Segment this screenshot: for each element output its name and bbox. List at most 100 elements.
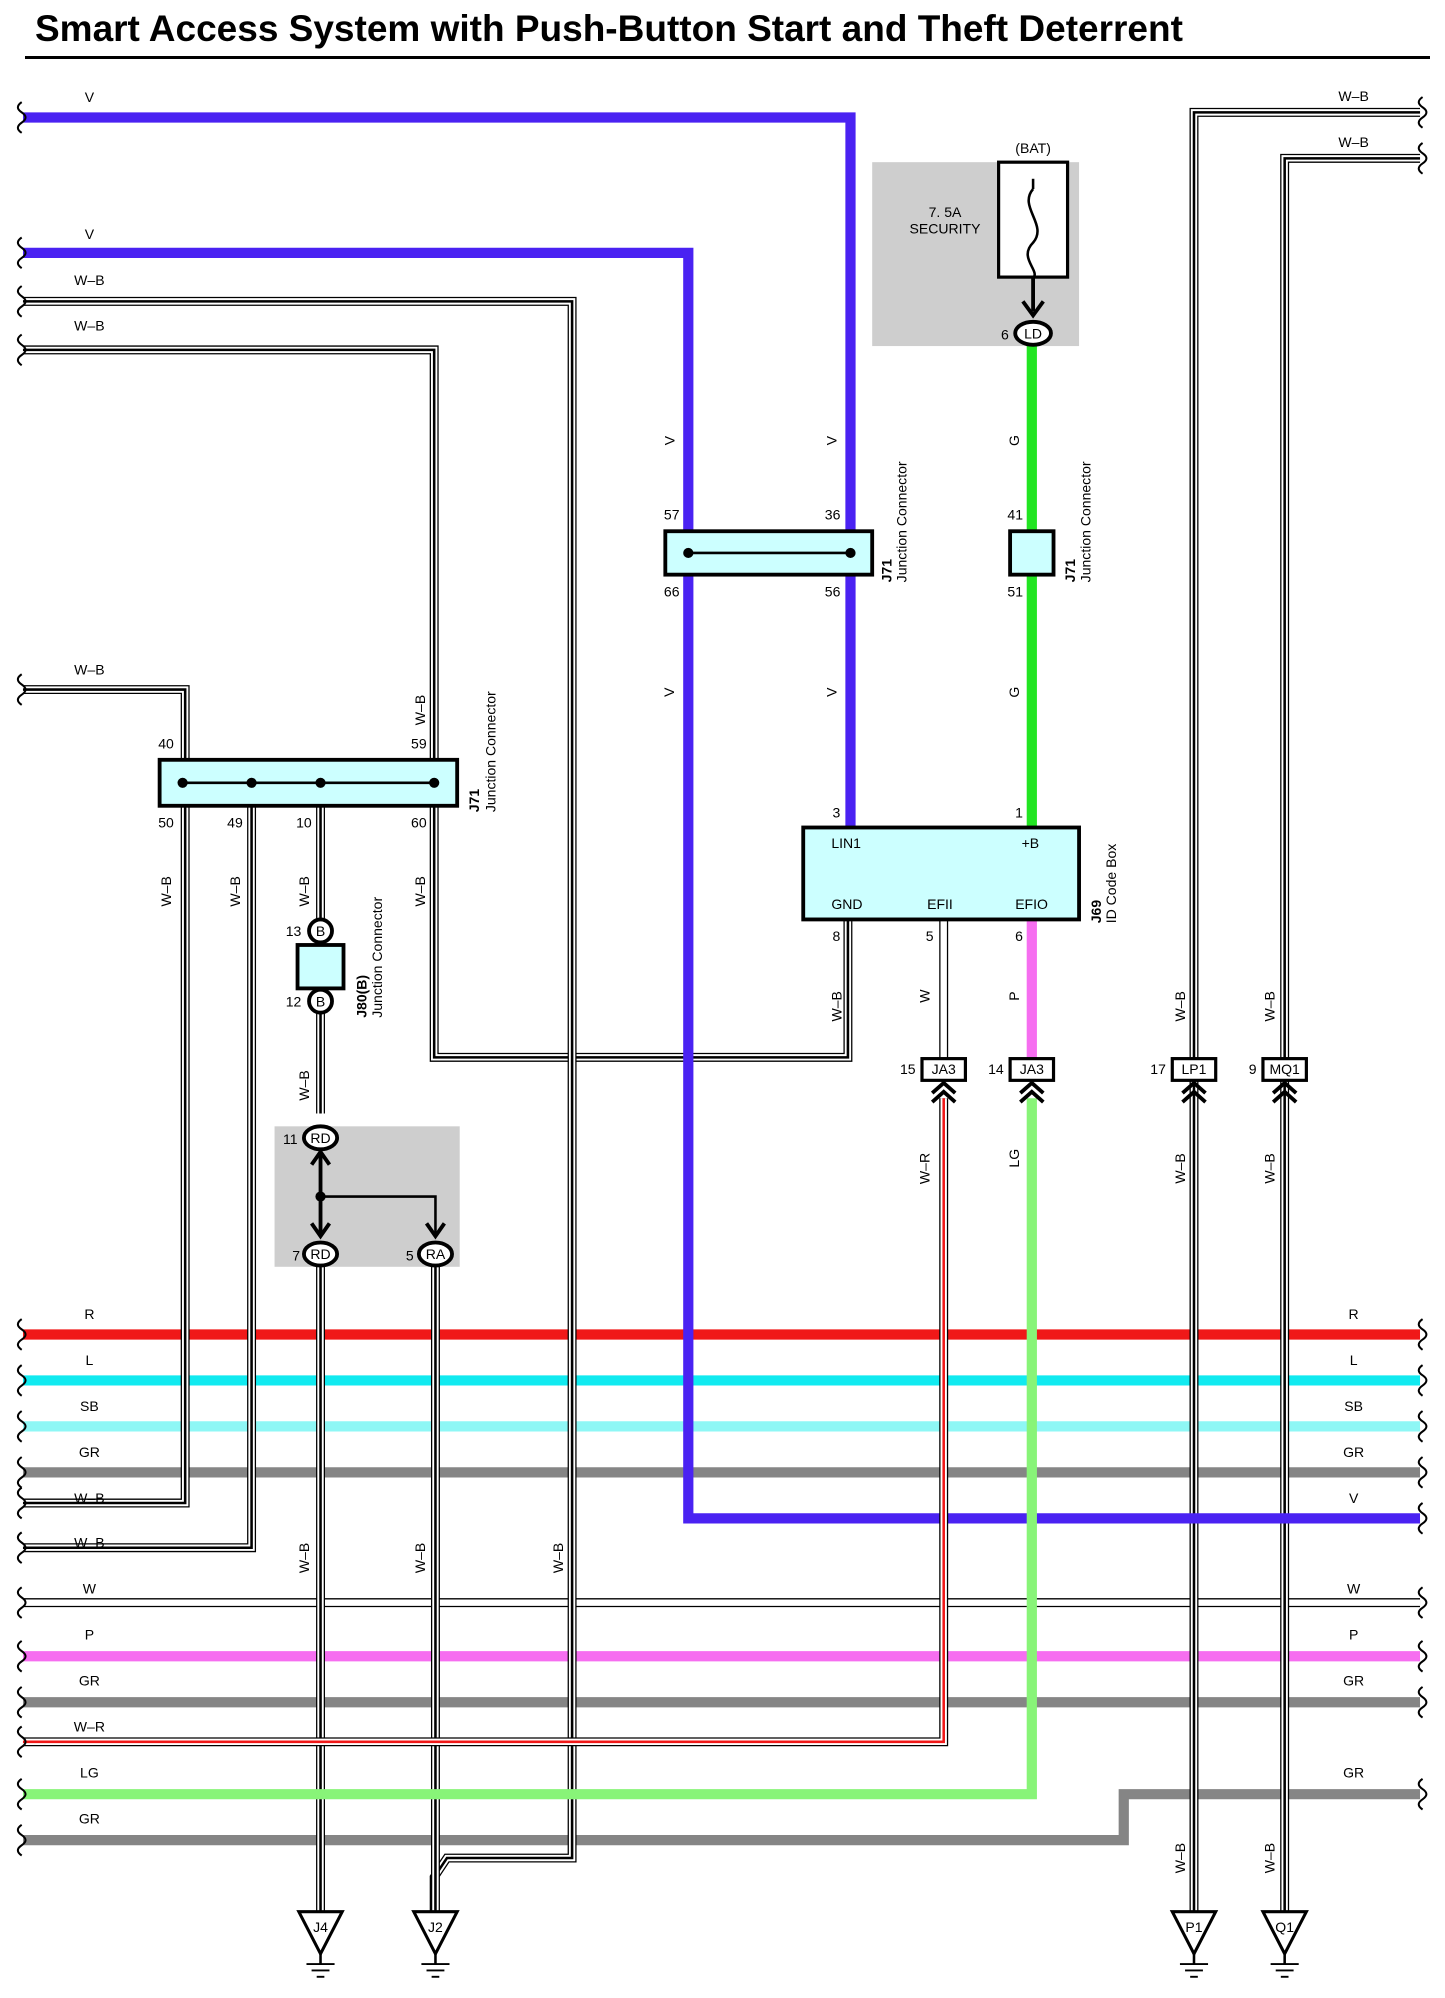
connector-RA-5 [416,1240,454,1268]
wire-WB-49 [22,784,257,1553]
wire-break-icon [1417,1410,1428,1443]
wire-label-left: V [85,89,95,105]
wire-label-left: SB [80,1398,99,1414]
splice-dot [177,777,188,788]
pin-59: 59 [411,735,427,751]
j69-term-GND: GND [831,896,862,912]
j80-connector-top: B [316,923,325,939]
wire-label-vertical: W–B [412,876,428,906]
j71-right-ref: J71 [1062,559,1078,583]
wire-break-icon [16,1456,27,1489]
wire-break-icon [16,1778,27,1811]
wire-label-right: W [1347,1581,1361,1597]
pin-3: 3 [833,804,841,820]
pin-11: 11 [283,1131,298,1147]
wire-label-vertical: W–R [917,1153,933,1184]
splice-dot [315,777,326,788]
wire-label-left: GR [79,1811,100,1827]
pin-13: 13 [286,923,302,939]
chevron-up-icon [1181,1080,1207,1104]
j69-term-B: +B [1022,835,1040,851]
pin-51: 51 [1007,583,1023,599]
ground-J4-label: J4 [313,1919,328,1935]
wire-label-left: W–B [74,272,104,288]
j69-ref: J69 [1088,900,1104,924]
wire-label-vertical: P [1006,991,1022,1000]
wire-WR [22,1098,949,1747]
wire-label-vertical: W–B [296,876,312,906]
wire-break-icon [1417,1686,1428,1719]
ground-P1-label: P1 [1185,1919,1202,1935]
wire-label-right: GR [1343,1444,1364,1460]
wire-break-icon [1417,1456,1428,1489]
ground-J2-label: J2 [428,1919,443,1935]
wire-label-vertical: W–B [829,991,845,1021]
pin-12: 12 [286,993,302,1009]
chevron-up-icon [1019,1080,1045,1104]
wire-label-vertical: G [1006,687,1022,698]
arrow-icon [310,1148,332,1166]
pin-10: 10 [296,814,312,830]
wire-label-left: W [83,1581,97,1597]
connector-JA3-15-pin: 15 [900,1061,916,1077]
j71-mid-ref: J71 [878,559,894,583]
arrow-icon [310,1222,332,1240]
j80-box [295,943,346,991]
fuse-name: SECURITY [910,221,982,237]
wire-break-icon [16,1318,27,1351]
wire-break-icon [16,1586,27,1619]
connector-LD [1013,319,1053,347]
pin-7: 7 [292,1247,300,1263]
pin-5-efii: 5 [926,928,934,944]
wire-label-left: W–B [74,661,104,677]
wire-label-right: SB [1344,1398,1363,1414]
wire-break-icon [16,1364,27,1397]
connector-JA3-14-pin: 14 [988,1061,1004,1077]
pin-56: 56 [825,583,841,599]
wire-break-icon [16,1486,27,1520]
wire-label-right: W–B [1338,134,1368,150]
ground-P1 [1169,1910,1219,1958]
splice-dot [315,1191,326,1202]
pin-60: 60 [411,814,427,830]
pin-66: 66 [664,583,680,599]
fuse-pin: 6 [1001,327,1009,343]
page-title: Smart Access System with Push-Button Sta… [35,8,1183,49]
pin-8: 8 [833,928,841,944]
ground-J4 [296,1910,345,1958]
wire-break-icon [16,1531,27,1564]
ground-J2 [411,1910,460,1958]
wire-WB-LP1 [1189,107,1421,1912]
wire-label-left: LG [80,1765,99,1781]
wire-label-vertical: W–B [296,1543,312,1573]
wire-WB-J2 [22,296,577,1912]
wire-label-vertical: V [823,687,839,697]
wire-break-icon [16,285,27,318]
chevron-up-icon [1271,1080,1298,1104]
j71-right-desc: Junction Connector [1078,461,1094,582]
ground-Q1 [1260,1910,1309,1958]
j80-desc: Junction Connector [369,897,385,1018]
pin-40: 40 [158,735,174,751]
connector-LP1-pin: 17 [1150,1061,1166,1077]
wire-LG [22,1098,1037,1800]
wire-label-vertical: W–B [296,1070,312,1100]
connector-B-top [307,917,334,945]
fuse-source: (BAT) [1015,140,1051,156]
title-rule [25,56,1430,59]
splice-dot [683,547,694,559]
wire-break-icon [16,1725,27,1759]
wire-label-left: V [85,226,95,242]
wire-label-right: GR [1343,1765,1364,1781]
j69-box [801,825,1081,922]
connector-JA3-15-label: JA3 [932,1061,956,1077]
j71-left-desc: Junction Connector [482,691,498,812]
j69-term-EFIO: EFIO [1015,896,1048,912]
pin-6-efio: 6 [1015,928,1023,944]
wire-label-left: W–B [74,318,104,334]
splice-dot [246,777,257,788]
pin-41: 41 [1007,507,1023,523]
wire-break-icon [16,101,27,134]
